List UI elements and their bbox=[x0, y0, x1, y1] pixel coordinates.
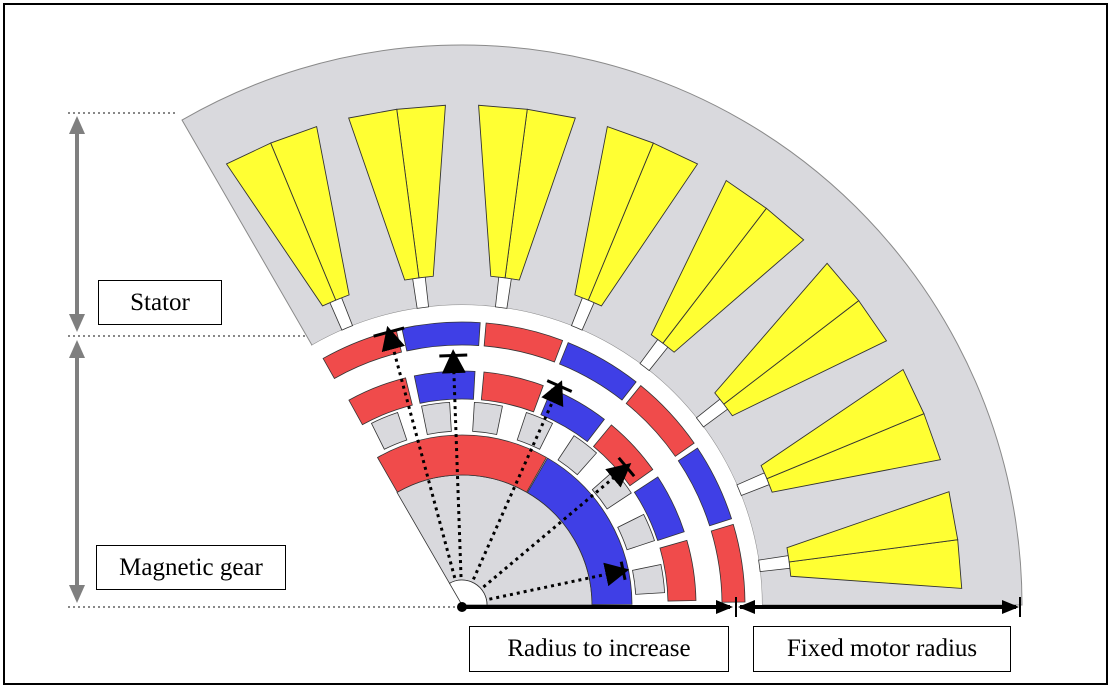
pole-piece bbox=[516, 411, 554, 450]
arrowhead bbox=[69, 585, 85, 603]
pole-piece bbox=[557, 435, 598, 476]
radius-arrow bbox=[489, 562, 630, 601]
arrowhead bbox=[738, 600, 755, 614]
stator-air-gap bbox=[312, 304, 762, 605]
vertical-dimension-group bbox=[68, 112, 456, 608]
pole-piece bbox=[421, 401, 452, 435]
arrowhead bbox=[69, 314, 85, 332]
stator-label: Stator bbox=[98, 280, 222, 325]
pole-piece bbox=[632, 564, 666, 595]
inner-rotor-magnet bbox=[659, 539, 697, 602]
inner-rotor-magnet bbox=[633, 476, 685, 542]
inner-rotor-magnet bbox=[540, 388, 605, 443]
stator-winding bbox=[714, 262, 860, 405]
core-rotor-group bbox=[376, 434, 633, 606]
outer-rotor-magnet bbox=[483, 322, 564, 363]
radius-target-bar bbox=[439, 353, 468, 358]
pole-piece bbox=[617, 513, 656, 551]
fixed-motor-radius-label: Fixed motor radius bbox=[753, 626, 1011, 672]
stator-group bbox=[181, 44, 1023, 606]
outer-rotor-magnet bbox=[401, 321, 481, 352]
radius-target-bar bbox=[373, 326, 405, 338]
arrowhead bbox=[1002, 600, 1019, 614]
outer-rotor-magnet bbox=[710, 523, 746, 603]
inner-rotor-magnet bbox=[348, 377, 413, 426]
outer-rotor-magnet bbox=[558, 342, 637, 401]
radius-arrow bbox=[441, 349, 466, 578]
outer-rotor-magnet bbox=[677, 447, 733, 527]
stator-winding bbox=[348, 108, 420, 281]
pole-piece bbox=[370, 411, 408, 450]
arrowhead bbox=[69, 116, 85, 134]
arrowhead bbox=[69, 340, 85, 358]
inner-rotor-magnet bbox=[592, 424, 654, 487]
pole-piece bbox=[472, 401, 503, 435]
radius-arrow bbox=[482, 462, 632, 589]
dimension-arrows-group bbox=[457, 597, 1021, 617]
radius-target-bar bbox=[546, 379, 573, 393]
radius-target-bar bbox=[617, 456, 636, 478]
stator-winding bbox=[786, 491, 959, 563]
radius-target-bar bbox=[619, 561, 627, 581]
stator-winding bbox=[574, 125, 654, 301]
stator-winding bbox=[478, 104, 528, 279]
radius-to-increase-label: Radius to increase bbox=[469, 626, 729, 672]
arrowhead bbox=[716, 600, 733, 614]
magnetic-gear-label: Magnetic gear bbox=[96, 545, 286, 590]
outer-rotor-magnet bbox=[625, 385, 695, 457]
inner-rotor-group bbox=[348, 370, 697, 602]
radius-arrows-group bbox=[373, 325, 636, 601]
stator-winding bbox=[650, 179, 768, 344]
stator-winding bbox=[760, 368, 925, 480]
pole-piece-group bbox=[370, 401, 666, 595]
inner-rotor-magnet bbox=[413, 370, 476, 404]
inner-rotor-magnet bbox=[480, 371, 544, 413]
radius-arrow bbox=[381, 325, 457, 579]
stator-winding bbox=[225, 142, 337, 307]
radius-arrow bbox=[472, 380, 564, 581]
